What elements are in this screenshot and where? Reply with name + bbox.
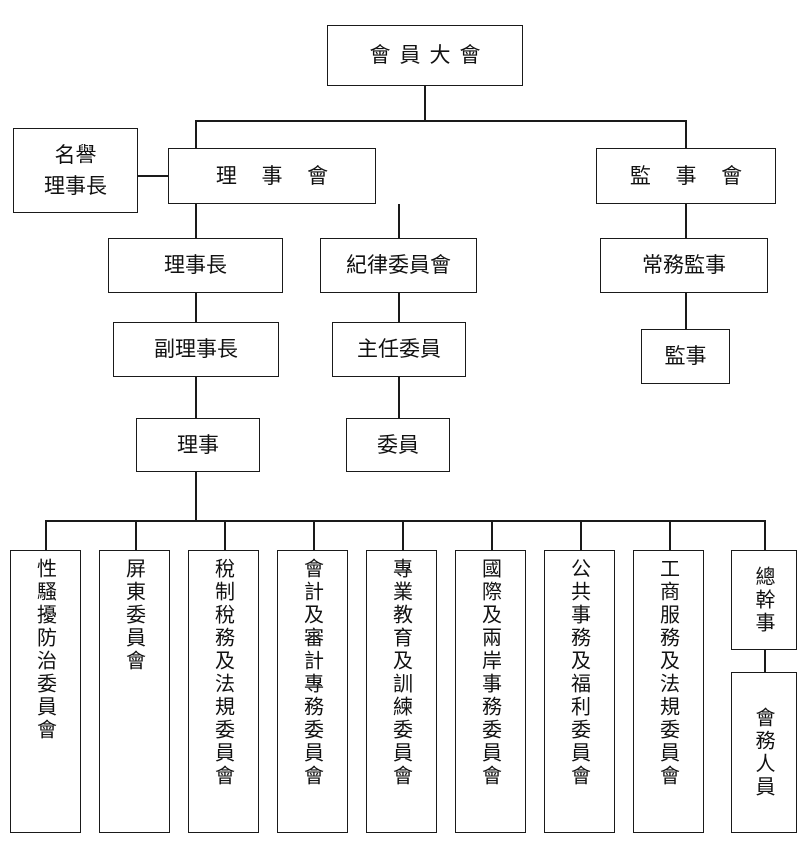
node-label: 工商服務及法規委員會 [656,558,681,788]
connector-bus-drop-3 [224,520,226,550]
node-label: 紀律委員會 [346,253,451,278]
node-committee-commerce-service-regulation[interactable]: 工商服務及法規委員會 [633,550,704,833]
connector-standing-to-supervisor [685,293,687,329]
connector-bus-drop-7 [580,520,582,550]
connector-bus-drop-6 [491,520,493,550]
connector-discipline-to-chief [398,293,400,322]
connector-director-to-bus [195,472,197,521]
node-committee-professional-education-training[interactable]: 專業教育及訓練委員會 [366,550,437,833]
node-label: 總幹事 [752,565,776,635]
node-admin-staff[interactable]: 會務人員 [731,672,797,833]
node-committee-sexual-harassment-prevention[interactable]: 性騷擾防治委員會 [10,550,81,833]
node-label-line2: 理事長 [44,173,107,198]
connector-bus-drop-4 [313,520,315,550]
node-director[interactable]: 理事 [136,418,260,472]
node-label: 國際及兩岸事務委員會 [478,558,503,788]
connector-bus-drop-8 [669,520,671,550]
connector-assembly-down [424,86,426,120]
connector-vice-to-director [195,377,197,418]
connector-to-supervisors-board [685,120,687,148]
node-committee-public-affairs-welfare[interactable]: 公共事務及福利委員會 [544,550,615,833]
node-honorary-chairman[interactable]: 名譽 理事長 [13,128,138,213]
node-label: 理事 [177,432,219,457]
node-label: 委員 [377,432,419,457]
node-label: 會計及審計專務委員會 [300,558,325,788]
node-standing-supervisor[interactable]: 常務監事 [600,238,768,293]
connector-bus-drop-1 [45,520,47,550]
node-label-line1: 名譽 [54,143,97,168]
node-board-of-directors[interactable]: 理 事 會 [168,148,376,204]
node-label: 公共事務及福利委員會 [567,558,592,788]
connector-supervisorsboard-to-standing [685,204,687,238]
connector-top-bus [195,120,686,122]
connector-board-to-discipline [398,204,400,238]
node-members-assembly[interactable]: 會員大會 [327,25,523,86]
node-board-of-supervisors[interactable]: 監 事 會 [596,148,776,204]
node-label: 會務人員 [752,706,776,799]
connector-chief-to-member [398,377,400,418]
node-label: 屏東委員會 [122,558,147,673]
node-discipline-committee[interactable]: 紀律委員會 [320,238,477,293]
node-chairman[interactable]: 理事長 [108,238,283,293]
node-label: 專業教育及訓練委員會 [389,558,414,788]
connector-secretary-to-staff [764,650,766,672]
connector-to-board [195,120,197,148]
node-label: 副理事長 [154,337,238,362]
connector-bus-drop-5 [402,520,404,550]
node-committee-accounting-and-auditing[interactable]: 會計及審計專務委員會 [277,550,348,833]
node-label: 理事長 [164,253,227,278]
connector-honorary-to-board [137,175,169,177]
node-label: 性騷擾防治委員會 [33,558,58,742]
node-vice-chairman[interactable]: 副理事長 [113,322,279,377]
node-label: 主任委員 [357,337,441,362]
connector-committee-bus [45,520,765,522]
node-label: 監事 [664,344,707,369]
node-label: 常務監事 [642,253,726,278]
node-label: 監 事 會 [629,163,752,188]
connector-board-to-chairman [195,204,197,238]
connector-bus-drop-2 [135,520,137,550]
node-committee-tax-system-and-regulation[interactable]: 稅制稅務及法規委員會 [188,550,259,833]
node-committee-member[interactable]: 委員 [346,418,450,472]
node-label: 會員大會 [369,43,490,68]
connector-bus-drop-9 [764,520,766,550]
node-label: 稅制稅務及法規委員會 [211,558,236,788]
node-secretary-general[interactable]: 總幹事 [731,550,797,650]
node-committee-pingtung[interactable]: 屏東委員會 [99,550,170,833]
node-chief-committee-member[interactable]: 主任委員 [332,322,466,377]
node-supervisor[interactable]: 監事 [641,329,730,384]
connector-chairman-to-vice [195,293,197,322]
node-committee-international-cross-strait[interactable]: 國際及兩岸事務委員會 [455,550,526,833]
node-label: 理 事 會 [215,163,338,188]
